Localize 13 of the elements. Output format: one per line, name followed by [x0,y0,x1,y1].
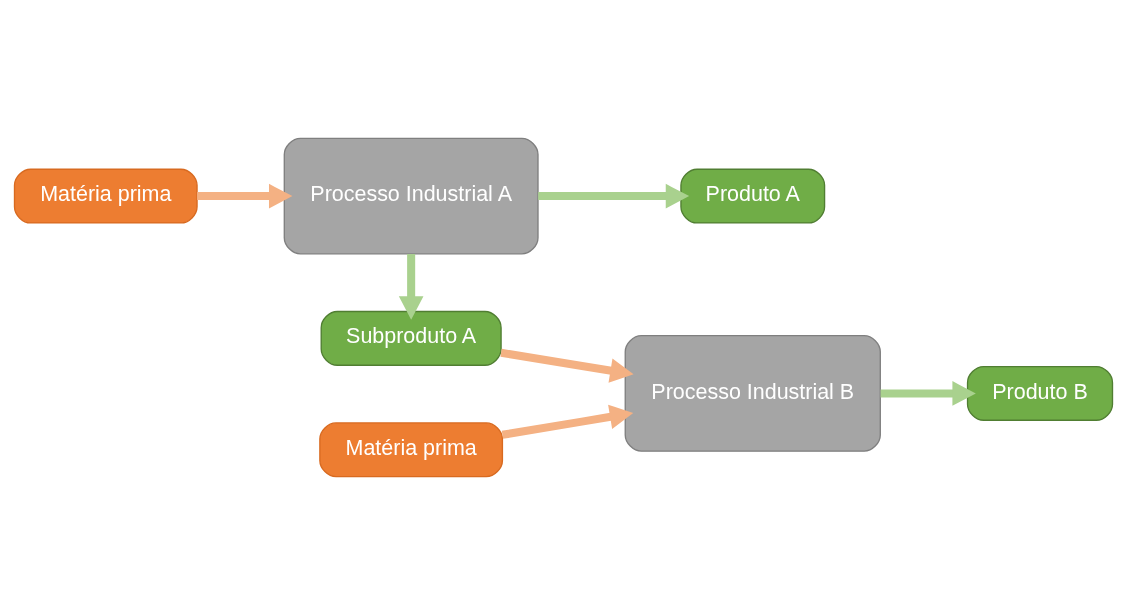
node-box: Produto B [966,365,1114,421]
arrow [197,183,293,208]
node-box: Produto A [680,168,826,224]
arrow [538,183,690,208]
node-box: Processo Industrial B [624,334,881,452]
arrow [501,404,634,439]
node-box: Matéria prima [319,421,504,477]
node-box: Matéria prima [13,168,198,224]
node-box: Subproduto A [320,310,502,366]
arrow [398,253,424,320]
arrow [880,380,976,406]
node-box: Processo Industrial A [283,137,539,254]
arrow [500,348,634,383]
